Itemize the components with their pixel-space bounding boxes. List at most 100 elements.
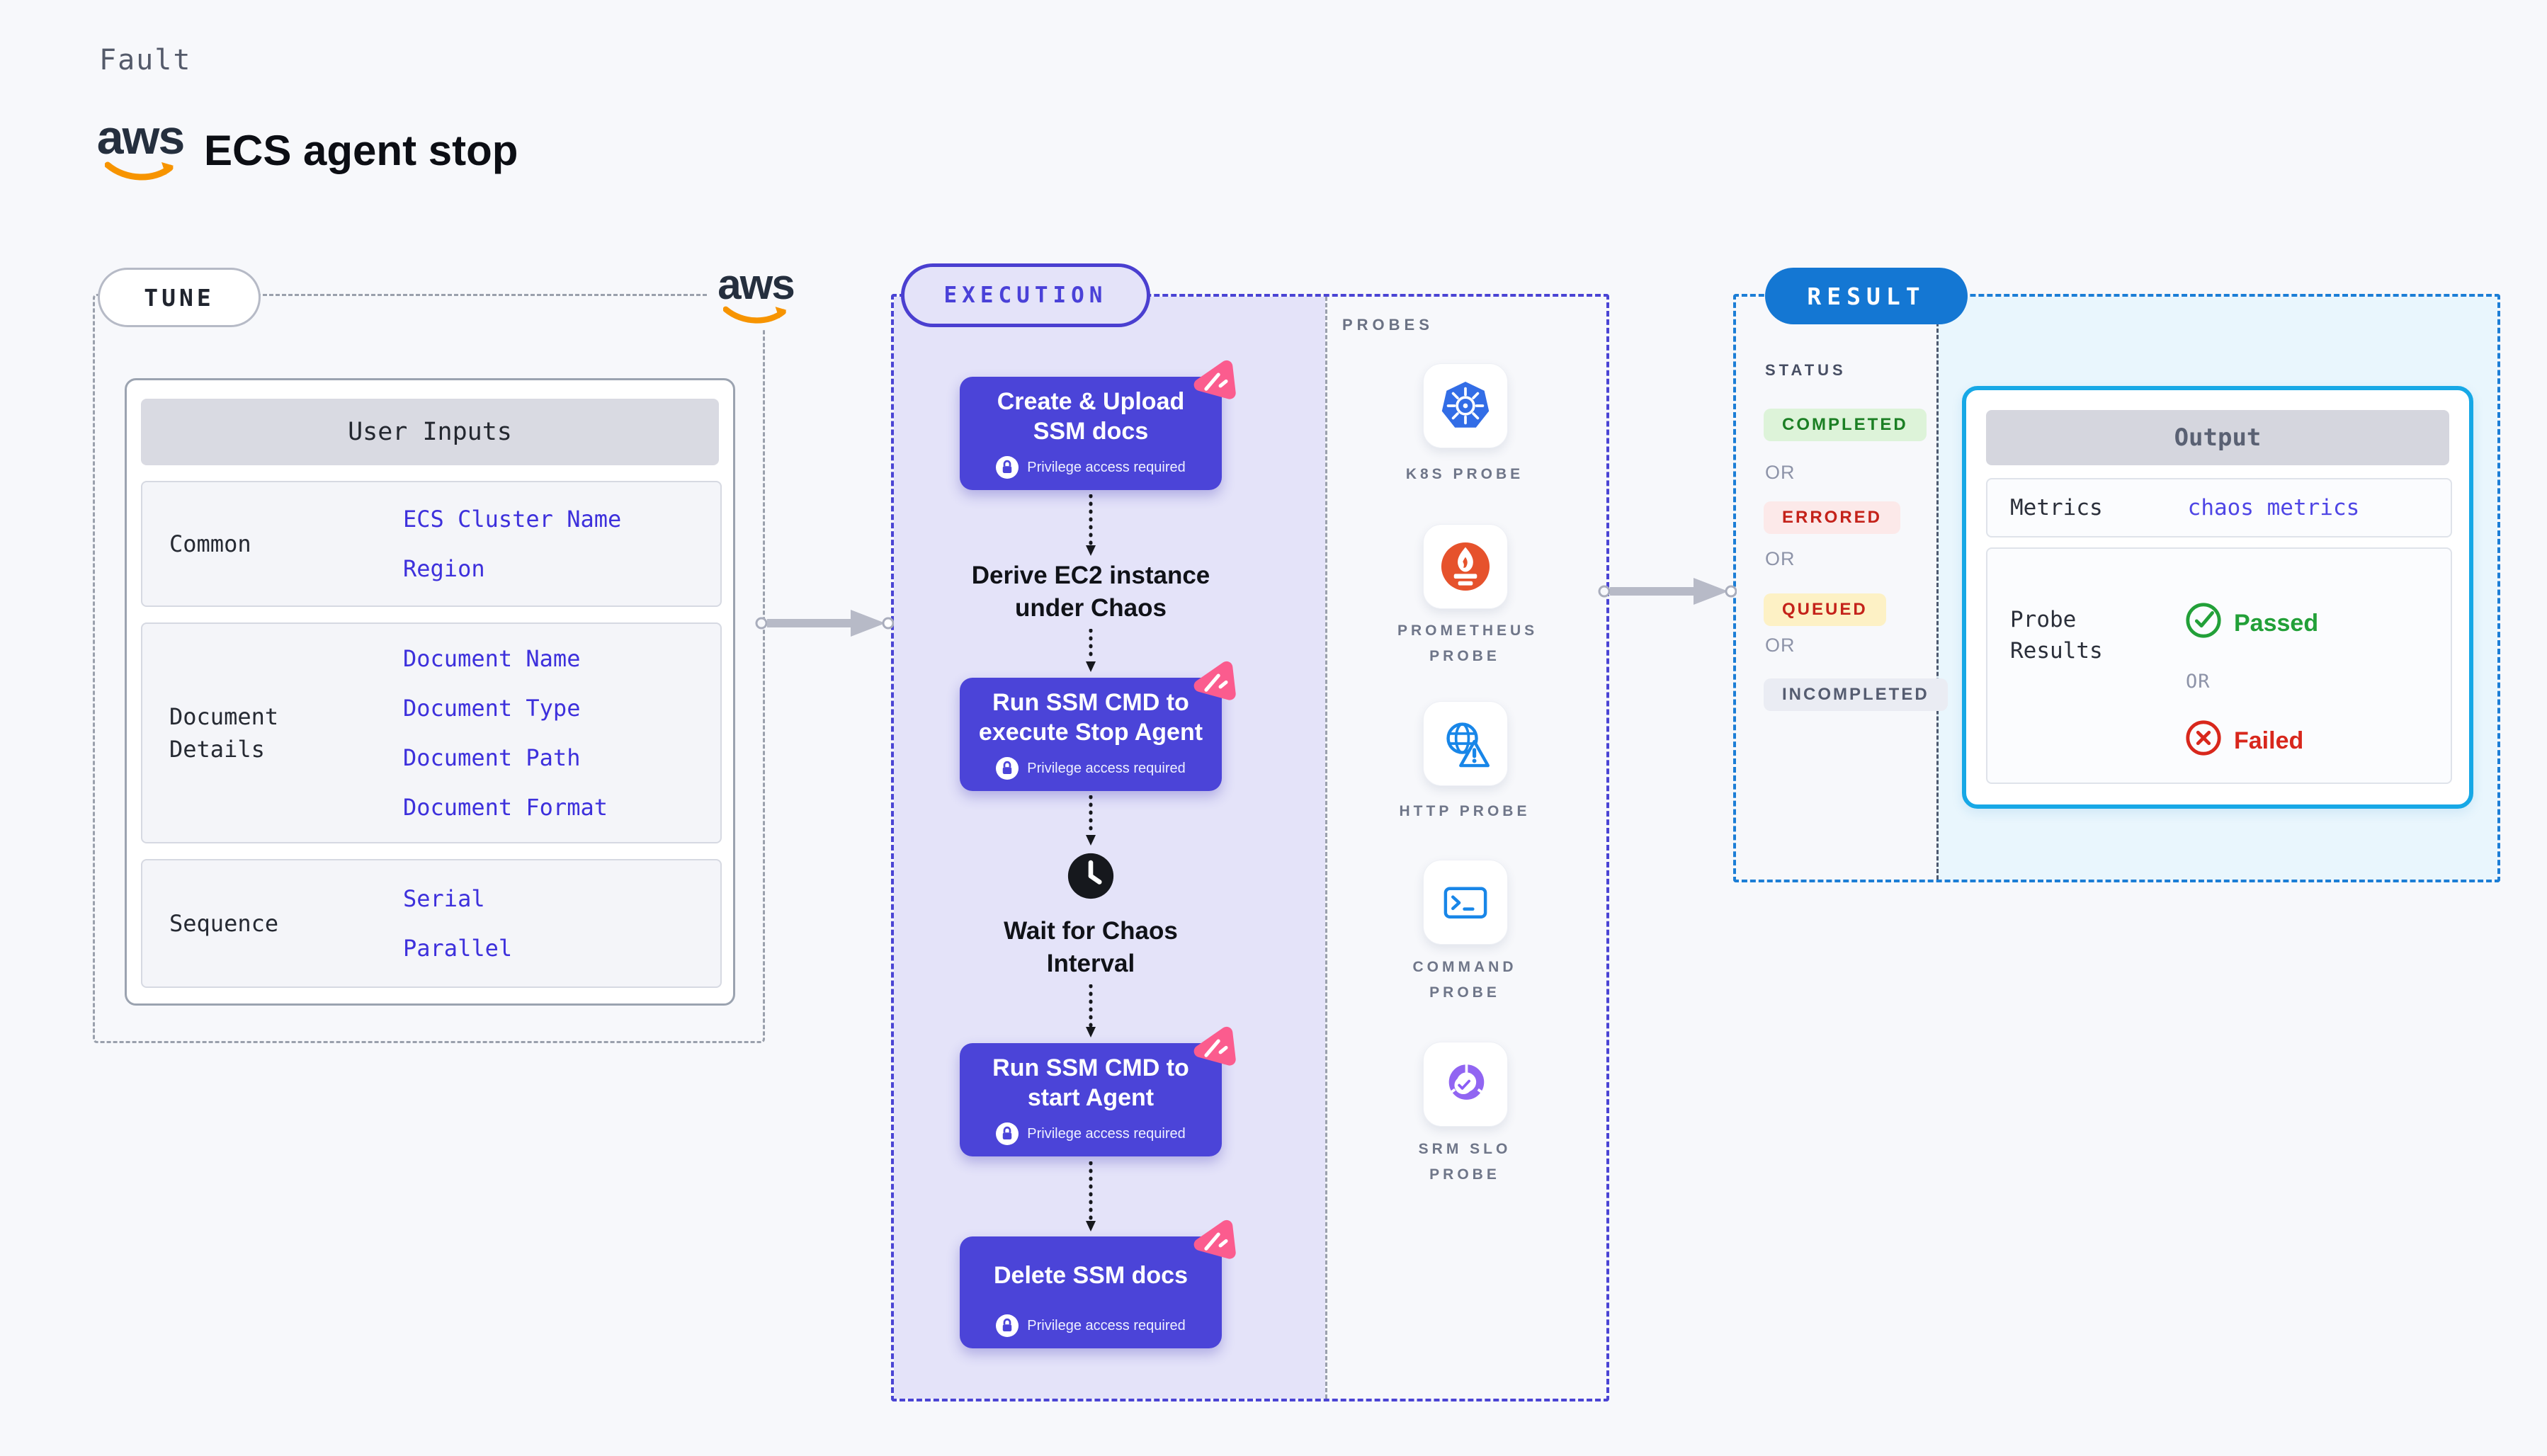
passed-label: Passed	[2234, 610, 2319, 637]
probe-label-http: HTTP PROBE	[1399, 803, 1531, 819]
probe-card-prometheus	[1423, 524, 1508, 609]
flow-connector	[1086, 1161, 1096, 1232]
lock-icon	[996, 456, 1019, 479]
probe-label-prometheus: PROMETHEUS PROBE	[1397, 622, 1538, 664]
table-row-sequence: Sequence Serial Parallel	[141, 859, 722, 988]
failed-x-icon	[2186, 720, 2221, 756]
step-delete-ssm-docs: Delete SSM docs Privilege access require…	[960, 1219, 1236, 1348]
badge-label: ERRORED	[1764, 501, 1901, 534]
aws-logo-tune: aws	[708, 261, 803, 329]
aws-logo-text: aws	[96, 110, 186, 164]
badge-label: QUEUED	[1764, 593, 1886, 626]
row-label: Document Details	[169, 703, 279, 763]
row-label: Sequence	[169, 910, 279, 937]
slo-donut-icon	[1446, 1062, 1487, 1100]
probe-card-command	[1423, 860, 1508, 945]
aws-logo-text: aws	[717, 261, 795, 308]
status-badge-completed: COMPLETED	[1764, 409, 1927, 441]
probes-heading: PROBES	[1342, 316, 1434, 334]
or-separator: OR	[1765, 635, 1796, 656]
probe-label-srm-slo: SRM SLO PROBE	[1418, 1141, 1511, 1183]
or-separator: OR	[2186, 671, 2211, 693]
step-create-upload-ssm-docs: Create & Upload SSM docs Privilege acces…	[960, 360, 1236, 490]
flow-connector	[1086, 795, 1096, 846]
probe-label-k8s: K8S PROBE	[1405, 466, 1524, 482]
table-row-common: Common ECS Cluster Name Region	[141, 481, 722, 607]
metrics-value: chaos metrics	[2187, 495, 2360, 521]
execution-pill: EXECUTION	[901, 263, 1150, 327]
step-wait-chaos-interval: Wait for Chaos Interval	[1004, 917, 1178, 977]
privilege-note: Privilege access required	[1027, 760, 1186, 776]
row-value: Document Type	[403, 695, 581, 722]
lock-icon	[996, 757, 1019, 780]
table-row-document-details: Document Details Document Name Document …	[141, 622, 722, 843]
status-heading: STATUS	[1765, 361, 1847, 379]
tune-section	[93, 294, 765, 1043]
row-value: Region	[403, 555, 485, 582]
step-title: Run SSM CMD to execute Stop Agent	[978, 688, 1203, 746]
row-label: Common	[169, 530, 251, 557]
tune-to-execution-arrow	[755, 610, 894, 637]
privilege-note: Privilege access required	[1027, 1317, 1186, 1333]
probe-results-label: Probe Results	[2010, 607, 2103, 664]
result-pill: RESULT	[1765, 268, 1968, 324]
chaos-icon	[1193, 661, 1236, 700]
step-derive-ec2: Derive EC2 instance under Chaos	[971, 562, 1210, 622]
row-value: Document Name	[403, 645, 581, 672]
result-divider	[1936, 297, 1939, 880]
or-separator: OR	[1765, 548, 1796, 569]
output-card: Output Metrics chaos metrics Probe Resul…	[1962, 386, 2473, 809]
execution-to-result-arrow	[1598, 578, 1737, 605]
row-value: Document Path	[403, 744, 581, 771]
flow-connector	[1086, 629, 1096, 672]
step-title: Delete SSM docs	[994, 1261, 1188, 1289]
prometheus-icon	[1441, 542, 1490, 591]
tune-pill: TUNE	[98, 268, 261, 327]
badge-label: INCOMPLETED	[1764, 678, 1948, 711]
privilege-note: Privilege access required	[1027, 1125, 1186, 1142]
step-title: Run SSM CMD to start Agent	[992, 1054, 1189, 1112]
probes-divider	[1325, 297, 1327, 1399]
or-separator: OR	[1765, 462, 1796, 483]
aws-smile-icon	[723, 306, 787, 324]
probe-results-row: Probe Results Passed OR Failed	[1986, 547, 2452, 784]
flow-connector	[1086, 984, 1096, 1037]
row-value: Document Format	[403, 794, 608, 821]
badge-label: COMPLETED	[1764, 409, 1927, 441]
kubernetes-icon	[1441, 381, 1490, 428]
page-title: ECS agent stop	[204, 127, 518, 174]
probe-card-k8s	[1423, 363, 1508, 448]
step-run-ssm-stop-agent: Run SSM CMD to execute Stop Agent Privil…	[960, 661, 1236, 791]
probe-label-command: COMMAND PROBE	[1412, 959, 1517, 1001]
probe-card-srm-slo	[1423, 1042, 1508, 1127]
clock-icon	[1067, 853, 1114, 899]
passed-check-icon	[2186, 603, 2221, 638]
status-badge-queued: QUEUED	[1764, 593, 1886, 626]
user-inputs-table: User Inputs Common ECS Cluster Name Regi…	[125, 378, 735, 1006]
row-value: Serial	[403, 885, 485, 912]
status-badge-errored: ERRORED	[1764, 501, 1901, 534]
status-badge-incompleted: INCOMPLETED	[1764, 678, 1948, 711]
chaos-icon	[1193, 1026, 1236, 1066]
step-title: Create & Upload SSM docs	[997, 387, 1185, 445]
row-value: ECS Cluster Name	[403, 506, 622, 533]
http-globe-icon	[1446, 722, 1490, 768]
failed-label: Failed	[2234, 727, 2304, 754]
step-run-ssm-start-agent: Run SSM CMD to start Agent Privilege acc…	[960, 1026, 1236, 1156]
lock-icon	[996, 1122, 1019, 1145]
aws-logo: aws	[96, 110, 186, 183]
flow-connector	[1086, 494, 1096, 556]
aws-smile-icon	[105, 161, 174, 181]
metrics-row: Metrics chaos metrics	[1986, 478, 2452, 538]
output-header: Output	[1986, 410, 2449, 465]
privilege-note: Privilege access required	[1027, 459, 1186, 475]
row-value: Parallel	[403, 935, 513, 962]
probe-card-http	[1423, 701, 1508, 786]
user-inputs-header: User Inputs	[141, 399, 719, 465]
chaos-icon	[1193, 1219, 1236, 1259]
fault-eyebrow: Fault	[99, 44, 192, 76]
terminal-icon	[1443, 887, 1487, 918]
metrics-label: Metrics	[2010, 495, 2103, 521]
lock-icon	[996, 1314, 1019, 1337]
